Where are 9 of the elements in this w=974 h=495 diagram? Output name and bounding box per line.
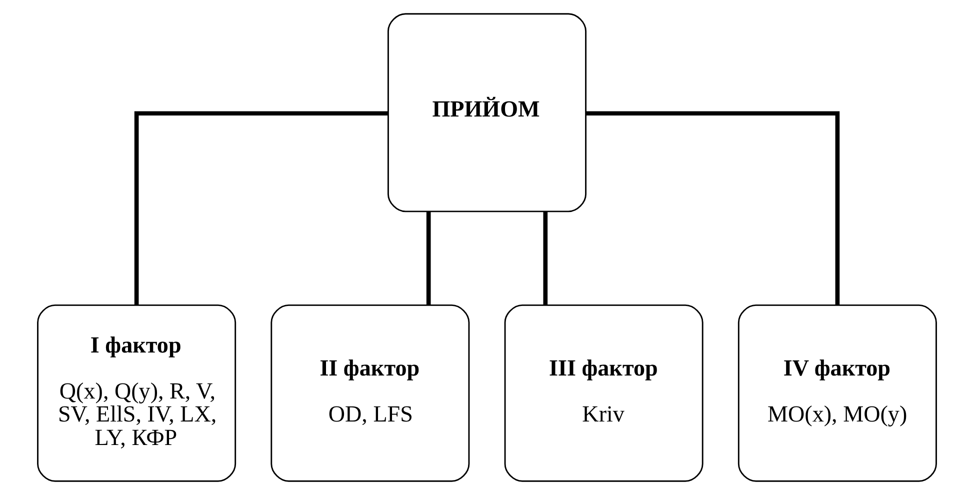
- connector: [543, 212, 548, 306]
- connector: [586, 111, 840, 306]
- node-box: III фактор Kriv: [504, 304, 704, 482]
- node-box: IV фактор MO(x), MO(y): [738, 304, 937, 482]
- node-box: I фактор Q(x), Q(y), R, V, SV, EllS, IV, LX, LY, КФР: [37, 304, 236, 482]
- node-box: ПРИЙОМ: [387, 13, 586, 212]
- node-box: II фактор OD, LFS: [270, 304, 470, 482]
- connector: [426, 212, 431, 306]
- connector: [134, 111, 388, 306]
